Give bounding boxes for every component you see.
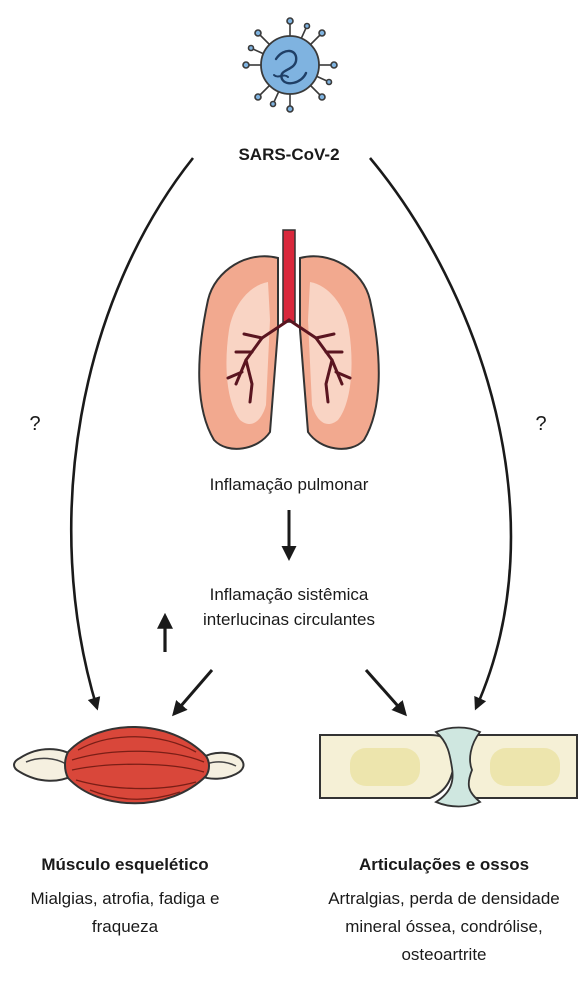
question-mark-left: ? [20, 413, 50, 436]
question-mark-right: ? [526, 413, 556, 436]
joint-description: Artralgias, perda de densidade mineral ó… [309, 885, 579, 969]
lungs-icon [199, 230, 379, 449]
arrow-systemic-to-muscle [174, 670, 212, 714]
arrow-systemic-to-joint [366, 670, 405, 714]
virus-icon [243, 18, 337, 112]
lung-inflammation-label: Inflamação pulmonar [139, 475, 439, 495]
muscle-description: Mialgias, atrofia, fadiga e fraqueza [0, 885, 250, 941]
systemic-inflammation-label: Inflamação sistêmica interlucinas circul… [139, 582, 439, 632]
virus-label: SARS-CoV-2 [189, 145, 389, 165]
muscle-title: Músculo esquelético [0, 855, 250, 875]
systemic-line-1: Inflamação sistêmica [139, 582, 439, 607]
bone-joint-icon [320, 728, 577, 807]
muscle-icon [14, 727, 243, 803]
joint-title: Articulações e ossos [309, 855, 579, 875]
systemic-line-2: interlucinas circulantes [139, 607, 439, 632]
